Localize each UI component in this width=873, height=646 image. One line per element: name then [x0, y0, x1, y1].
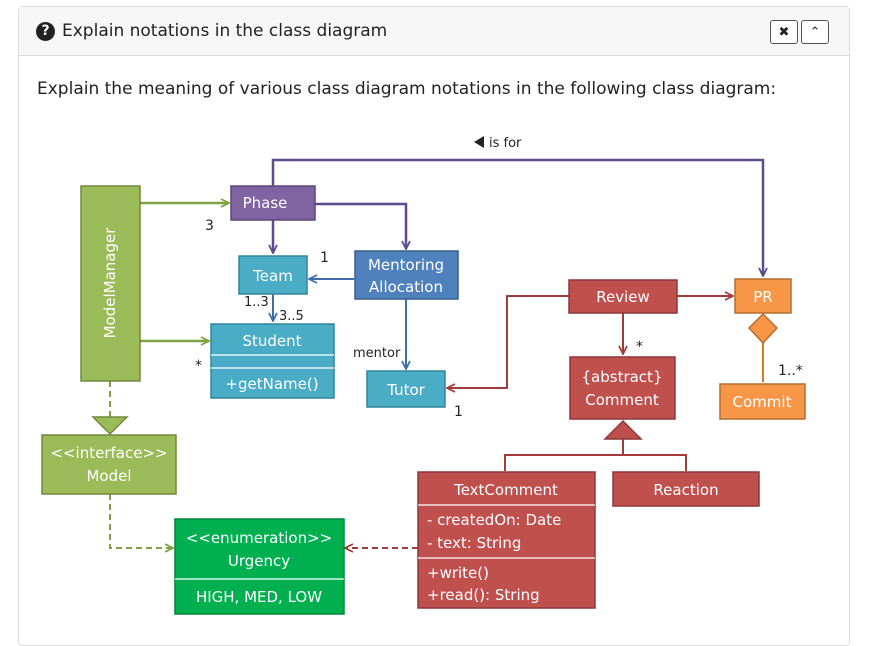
composition-diamond [747, 312, 779, 345]
model-interface [41, 434, 177, 495]
close-icon: ✖ [778, 24, 790, 40]
team-student-multiplicity: 3..5 [279, 309, 304, 324]
tutor-label: Tutor [386, 381, 425, 399]
card-header: ? Explain notations in the class diagram… [19, 7, 849, 56]
chevron-up-icon: ⌃ [809, 24, 821, 40]
close-button[interactable]: ✖ [770, 20, 798, 44]
team-left-multiplicity: 1..3 [244, 295, 269, 310]
model-label-line2: Model [86, 467, 131, 485]
student-multiplicity: * [195, 358, 202, 374]
mentoring-allocation-class [354, 250, 459, 300]
urgency-enumeration [174, 518, 345, 615]
realization-triangle [91, 416, 129, 436]
team-mentoring-multiplicity: 1 [320, 250, 329, 266]
question-title: Explain notations in the class diagram [62, 21, 388, 41]
review-tutor-association [447, 295, 569, 388]
generalization-triangle [603, 419, 643, 440]
commit-class [719, 383, 806, 420]
team-label: Team [252, 267, 293, 285]
model-urgency-dependency [109, 494, 173, 548]
modelmanager-class [80, 185, 141, 382]
mentoring-label-line1: Mentoring [368, 256, 444, 274]
phase-class [230, 185, 316, 221]
review-label: Review [596, 288, 650, 306]
phase-multiplicity: 3 [205, 218, 214, 234]
textcomment-class [417, 471, 596, 609]
modelmanager-label: ModelManager [101, 227, 119, 339]
reaction-label: Reaction [653, 481, 718, 499]
collapse-button[interactable]: ⌃ [801, 20, 829, 44]
comment-class [569, 356, 676, 420]
student-method: +getName() [225, 375, 318, 393]
phase-mentoring-association [315, 202, 406, 249]
is-for-label: is for [489, 136, 522, 151]
textcomment-method-read: +read(): String [427, 586, 540, 604]
urgency-label-line1: <<enumeration>> [186, 529, 332, 547]
textcomment-attr-createdon: - createdOn: Date [427, 511, 561, 529]
student-label: Student [242, 332, 301, 350]
class-diagram: ModelManager Phase Team Mentoring Alloca… [41, 136, 806, 615]
pr-label: PR [753, 288, 772, 306]
header-controls: ✖ ⌃ [767, 20, 829, 44]
pr-class [734, 278, 792, 314]
question-circle-icon: ? [36, 21, 55, 41]
urgency-label-line2: Urgency [228, 552, 290, 570]
review-class [568, 279, 678, 314]
student-class [210, 323, 335, 399]
model-label-line1: <<interface>> [50, 444, 167, 462]
textcomment-method-write: +write() [427, 564, 489, 582]
comment-label-line2: Comment [585, 391, 659, 409]
textcomment-attr-text: - text: String [427, 534, 521, 552]
textcomment-label: TextComment [453, 481, 558, 499]
instruction-text: Explain the meaning of various class dia… [37, 79, 777, 99]
mentor-role-label: mentor [353, 346, 401, 361]
review-comment-multiplicity: * [636, 339, 643, 355]
is-for-direction-icon [474, 136, 484, 148]
team-class [238, 255, 308, 295]
tutor-multiplicity: 1 [454, 404, 463, 420]
mentoring-label-line2: Allocation [369, 278, 443, 296]
comment-label-line1: {abstract} [582, 368, 663, 386]
reaction-class [612, 471, 760, 507]
commit-multiplicity: 1..* [778, 363, 803, 379]
is-for-association [271, 158, 763, 276]
phase-label: Phase [243, 194, 288, 212]
urgency-values: HIGH, MED, LOW [196, 588, 322, 606]
commit-label: Commit [733, 393, 792, 411]
comment-generalization-line [504, 454, 687, 471]
tutor-class [366, 370, 446, 408]
